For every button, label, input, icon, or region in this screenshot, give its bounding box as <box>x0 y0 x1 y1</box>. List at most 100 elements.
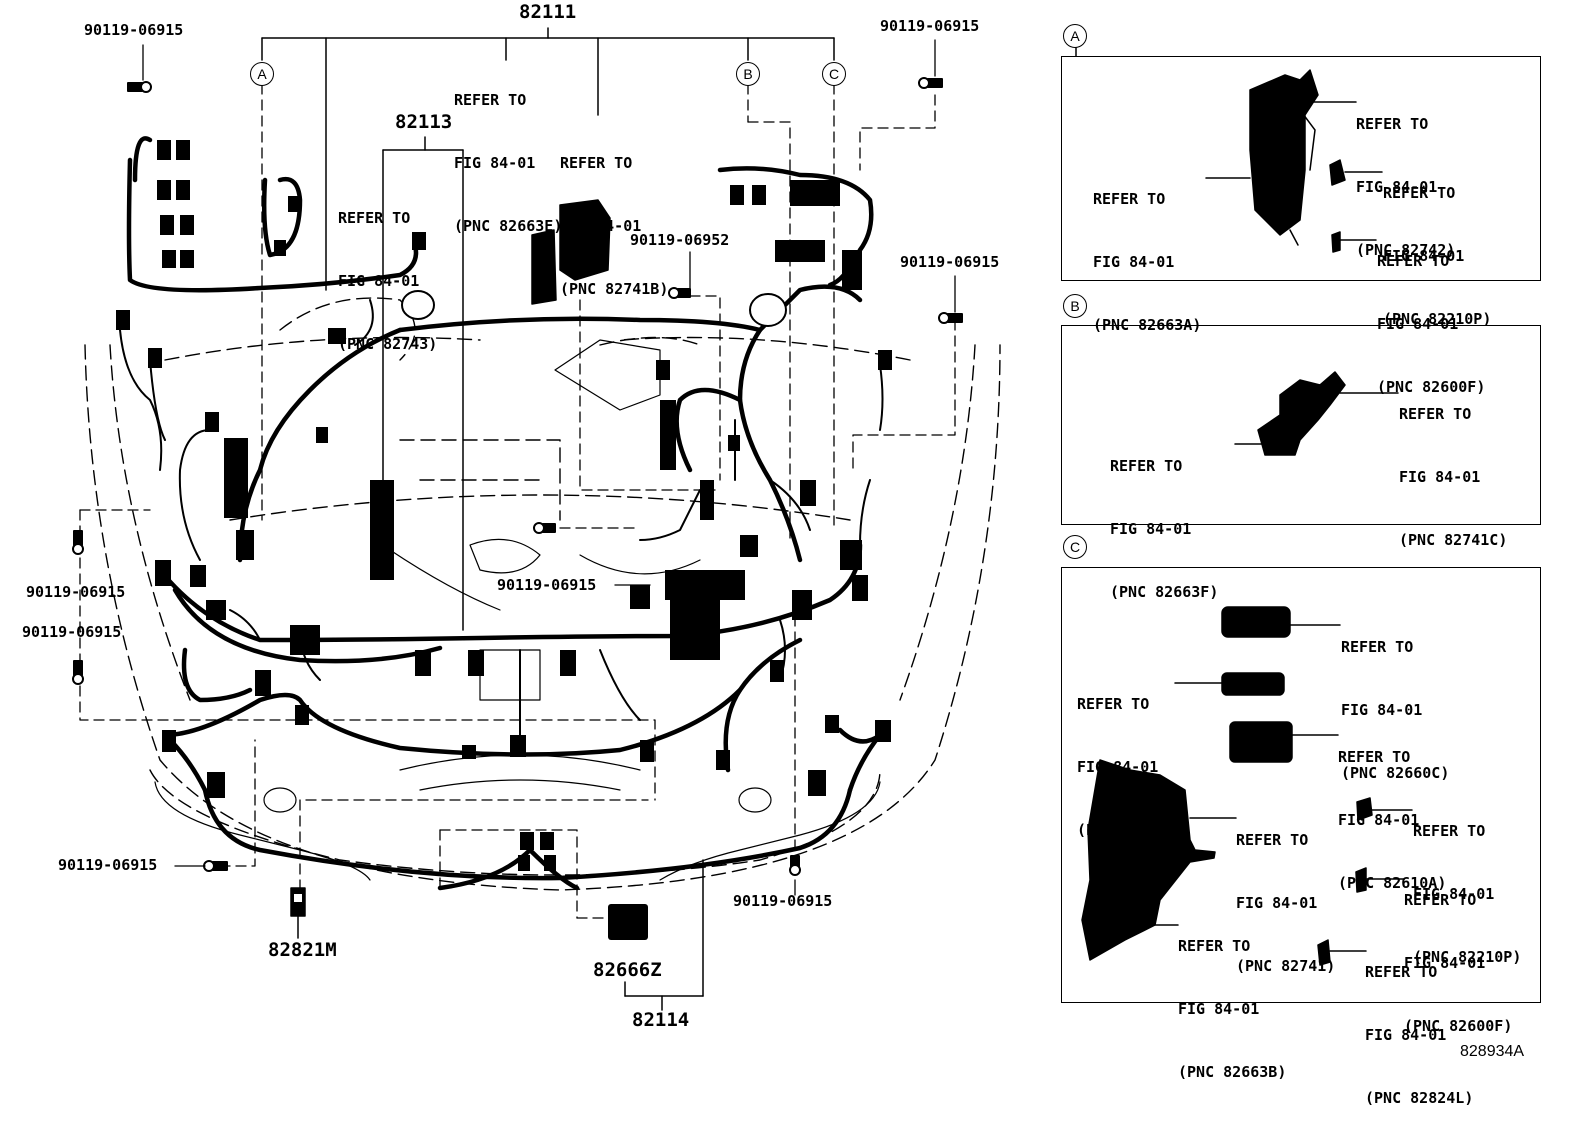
ref-line: (PNC 82610A) <box>1338 874 1447 892</box>
detail-c-drawing <box>1081 606 1413 966</box>
detail-c-marker: C <box>1063 535 1087 559</box>
ref-line: (PNC 82600F) <box>1404 1017 1513 1035</box>
ref-line: REFER TO <box>1077 695 1150 713</box>
bolt-label-bottom-right[interactable]: 90119-06915 <box>733 892 833 910</box>
ref-line: REFER TO <box>1377 252 1450 270</box>
ref-82210P-c[interactable]: REFER TO FIG 84-01 (PNC 82210P) <box>1413 779 1521 989</box>
ref-line: REFER TO <box>1178 937 1251 955</box>
wiring-diagram: A B C A B C 82111 82113 82114 82666Z 828… <box>22 1 1541 1107</box>
ref-line: REFER TO <box>1383 184 1456 202</box>
ref-82620A[interactable]: REFER TO FIG 84-01 (PNC 82620A) <box>1077 652 1185 862</box>
ref-line: FIG 84-01 <box>1077 758 1159 776</box>
ref-82742[interactable]: REFER TO FIG 84-01 (PNC 82742) <box>1356 72 1455 282</box>
part-82114-label[interactable]: 82114 <box>632 1009 690 1031</box>
ref-line: REFER TO <box>1236 831 1309 849</box>
ref-line: (PNC 82741) <box>1236 957 1336 975</box>
ref-line: FIG 84-01 <box>1110 520 1192 538</box>
ref-line: REFER TO <box>1341 638 1414 656</box>
ref-line: (PNC 82663E) <box>454 217 563 235</box>
detail-box-a <box>1061 56 1541 281</box>
detail-a-marker: A <box>1063 24 1087 48</box>
bolt-label-mid[interactable]: 90119-06952 <box>630 231 730 249</box>
ref-line: REFER TO <box>1399 405 1472 423</box>
part-82821M <box>290 887 306 939</box>
ref-line: FIG 84-01 <box>338 272 420 290</box>
ref-82663A[interactable]: REFER TO FIG 84-01 (PNC 82663A) <box>1093 147 1201 357</box>
ref-line: REFER TO <box>1356 115 1429 133</box>
bolts <box>72 77 963 876</box>
detail-b-marker: B <box>1063 294 1087 318</box>
ref-line: (PNC 82742) <box>1356 241 1456 259</box>
ref-82743[interactable]: REFER TO FIG 84-01 (PNC 82743) <box>338 166 437 376</box>
ref-82210P-a[interactable]: REFER TO FIG 84-01 (PNC 82210P) <box>1383 141 1491 351</box>
ref-line: FIG 84-01 <box>1377 315 1459 333</box>
ref-line: REFER TO <box>1338 748 1411 766</box>
ref-82824L[interactable]: REFER TO FIG 84-01 (PNC 82824L) <box>1365 920 1473 1130</box>
part-82113-label[interactable]: 82113 <box>395 111 453 133</box>
detail-box-b <box>1061 325 1541 525</box>
connectors <box>116 140 892 940</box>
ref-line: (PNC 82620A) <box>1077 821 1186 839</box>
detail-a-drawing <box>1075 43 1383 253</box>
ref-line: FIG 84-01 <box>1093 253 1175 271</box>
part-82666Z-label[interactable]: 82666Z <box>593 959 662 981</box>
ref-line: FIG 84-01 <box>1236 894 1318 912</box>
bolt-label-left-1[interactable]: 90119-06915 <box>26 583 126 601</box>
ref-line: REFER TO <box>1404 891 1477 909</box>
ref-line: FIG 84-01 <box>1178 1000 1260 1018</box>
ref-82663F[interactable]: REFER TO FIG 84-01 (PNC 82663F) <box>1110 414 1218 624</box>
bolt-label-center[interactable]: 90119-06915 <box>497 576 597 594</box>
ref-line: REFER TO <box>454 91 527 109</box>
harness-secondary <box>119 299 884 751</box>
ref-line: (PNC 82663B) <box>1178 1063 1287 1081</box>
bolt-label-left-2[interactable]: 90119-06915 <box>22 623 122 641</box>
ref-line: REFER TO <box>560 154 633 172</box>
ref-82663B[interactable]: REFER TO FIG 84-01 (PNC 82663B) <box>1178 894 1286 1104</box>
ref-line: FIG 84-01 <box>1383 247 1465 265</box>
ref-82600F-a[interactable]: REFER TO FIG 84-01 (PNC 82600F) <box>1377 209 1485 419</box>
relay-components <box>531 199 611 305</box>
ref-line: (PNC 82741C) <box>1399 531 1508 549</box>
ref-82663E[interactable]: REFER TO FIG 84-01 (PNC 82663E) <box>454 48 562 258</box>
ref-line: (PNC 82663A) <box>1093 316 1202 334</box>
marker-a[interactable]: A <box>250 62 274 86</box>
ref-line: REFER TO <box>1413 822 1486 840</box>
marker-b[interactable]: B <box>736 62 760 86</box>
ref-82660C[interactable]: REFER TO FIG 84-01 (PNC 82660C) <box>1341 595 1449 805</box>
ref-line: FIG 84-01 <box>454 154 536 172</box>
part-82821M-label[interactable]: 82821M <box>268 939 337 961</box>
ref-line: FIG 84-01 <box>560 217 642 235</box>
ref-line: REFER TO <box>1093 190 1166 208</box>
ref-line: (PNC 82663F) <box>1110 583 1219 601</box>
ref-line: FIG 84-01 <box>1399 468 1481 486</box>
ref-82600F-c[interactable]: REFER TO FIG 84-01 (PNC 82600F) <box>1404 848 1512 1058</box>
ref-line: FIG 84-01 <box>1356 178 1438 196</box>
ref-line: (PNC 82660C) <box>1341 764 1450 782</box>
bolt-label-top-left[interactable]: 90119-06915 <box>84 21 184 39</box>
ref-line: FIG 84-01 <box>1338 811 1420 829</box>
ref-82741C[interactable]: REFER TO FIG 84-01 (PNC 82741C) <box>1399 362 1507 572</box>
leader-82113 <box>382 136 464 631</box>
bolt-leaders <box>142 39 956 896</box>
leader-82114 <box>624 859 704 1011</box>
ref-line: REFER TO <box>1110 457 1183 475</box>
ref-line: (PNC 82741B) <box>560 280 669 298</box>
bolt-label-top-right[interactable]: 90119-06915 <box>880 17 980 35</box>
part-82111-label[interactable]: 82111 <box>519 1 577 23</box>
ref-82741B[interactable]: REFER TO FIG 84-01 (PNC 82741B) <box>560 111 668 321</box>
detail-b-drawing <box>1234 371 1399 456</box>
bolt-label-right[interactable]: 90119-06915 <box>900 253 1000 271</box>
car-body-outline <box>84 297 1001 891</box>
ref-line: REFER TO <box>1365 963 1438 981</box>
ref-line: (PNC 82210P) <box>1413 948 1522 966</box>
ref-line: FIG 84-01 <box>1341 701 1423 719</box>
ref-line: (PNC 82210P) <box>1383 310 1492 328</box>
ref-line: (PNC 82743) <box>338 335 438 353</box>
grommets <box>401 290 787 327</box>
ref-82610A[interactable]: REFER TO FIG 84-01 (PNC 82610A) <box>1338 705 1446 915</box>
harness-main <box>126 136 883 891</box>
bolt-label-bottom-left[interactable]: 90119-06915 <box>58 856 158 874</box>
ref-82741[interactable]: REFER TO FIG 84-01 (PNC 82741) <box>1236 788 1335 998</box>
figure-id: 828934A <box>1460 1043 1525 1060</box>
marker-c[interactable]: C <box>822 62 846 86</box>
